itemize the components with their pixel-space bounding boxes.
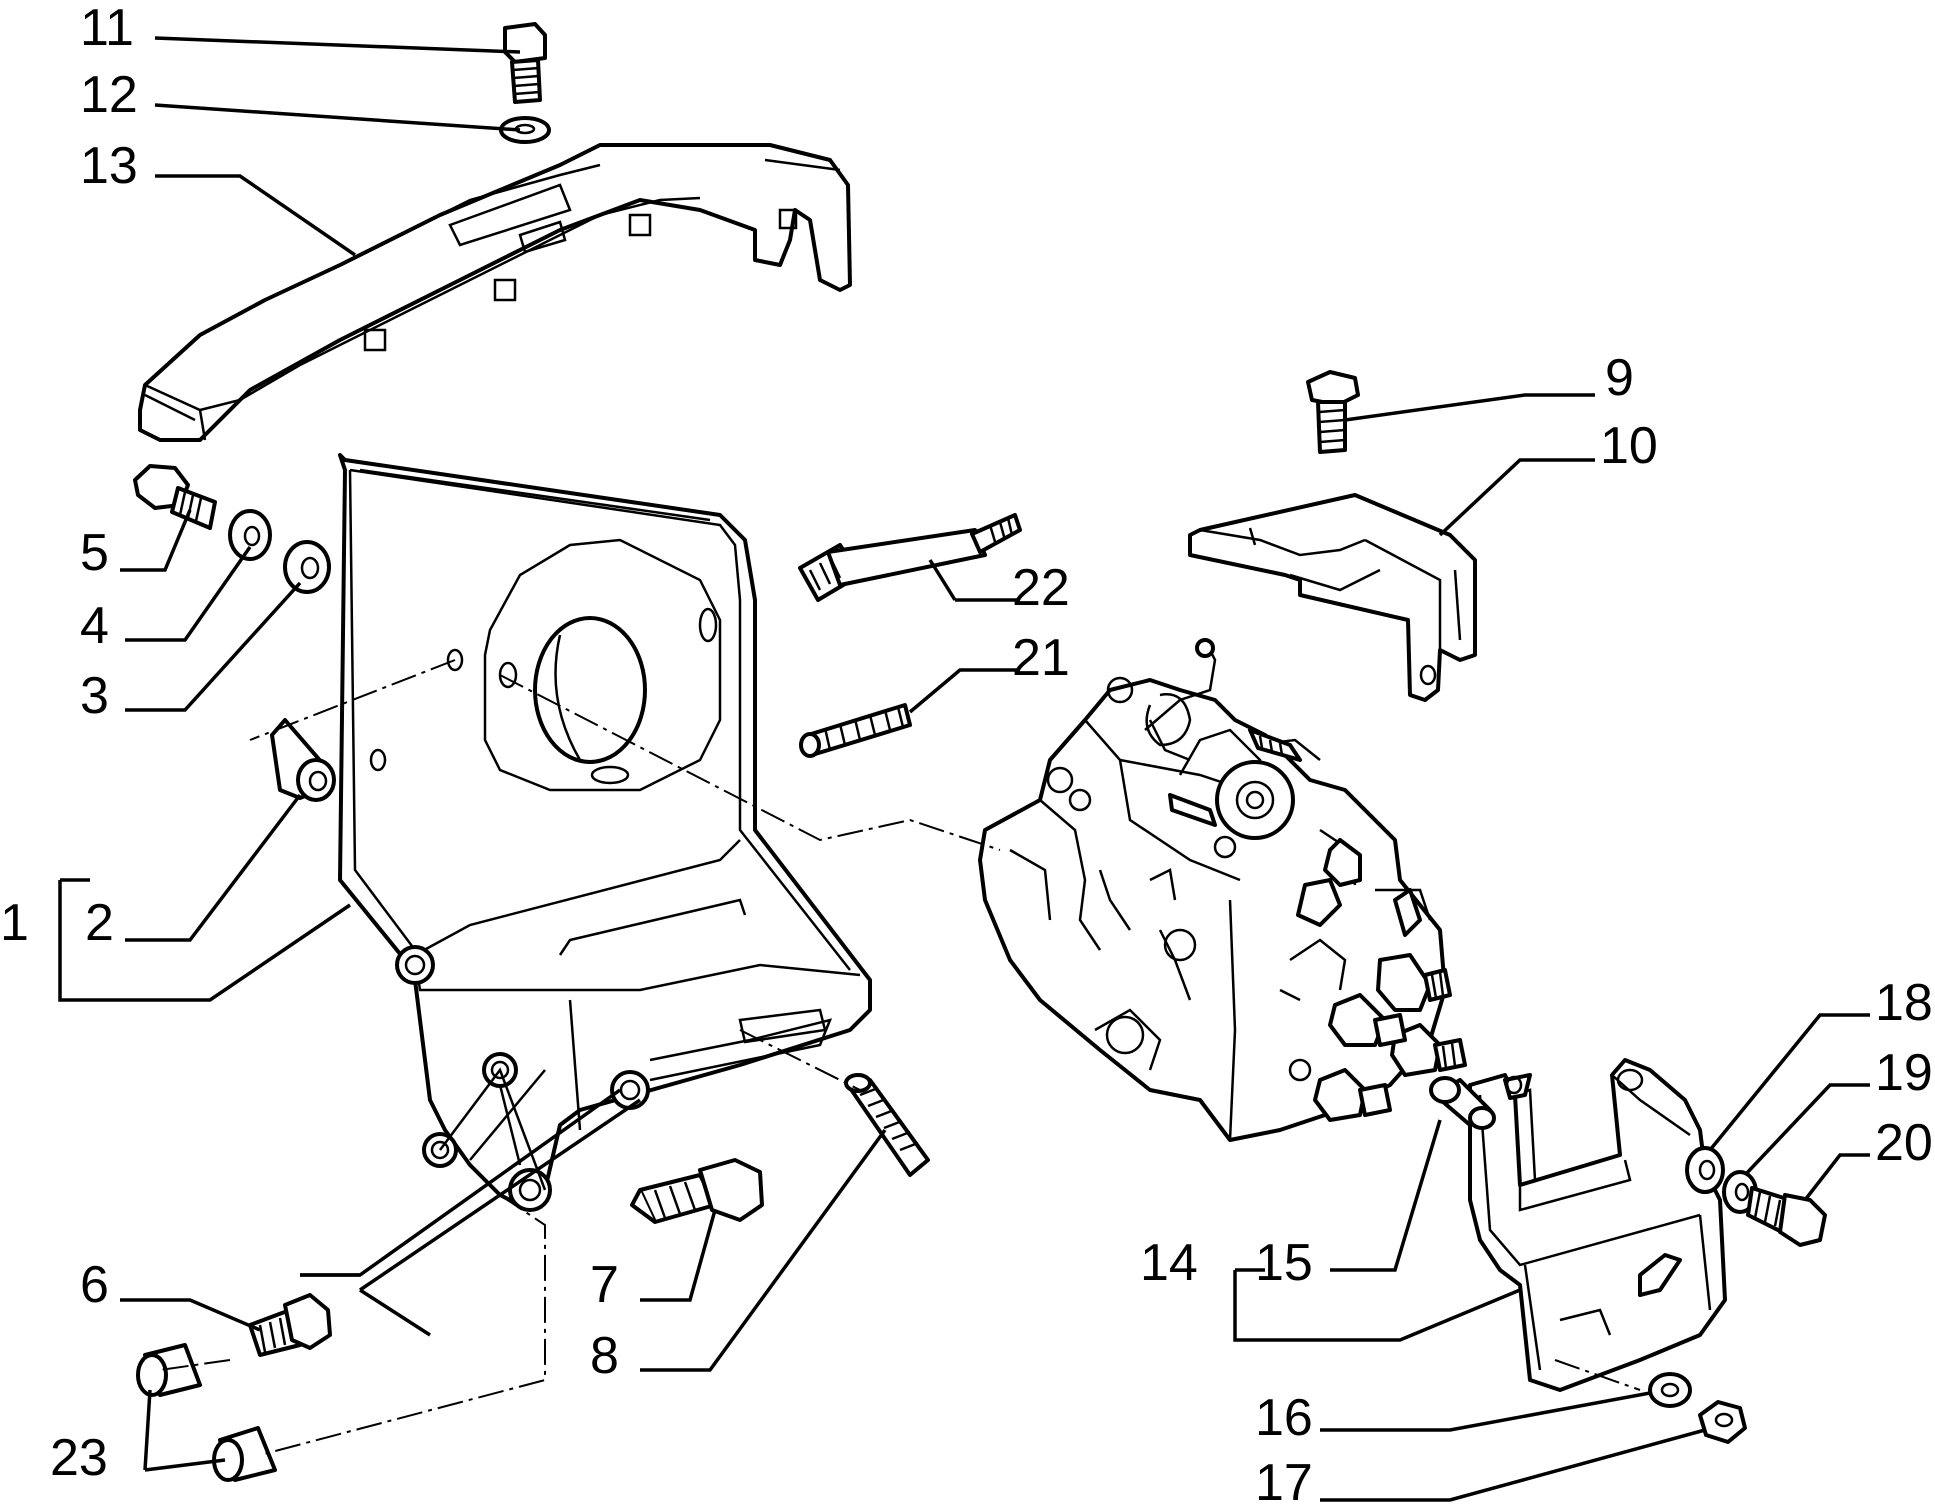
part-21-stud (799, 703, 912, 758)
part-6-bolt (248, 1293, 332, 1357)
callout-19: 19 (1875, 1044, 1933, 1102)
callout-16: 16 (1255, 1389, 1313, 1447)
part-13-top-cover (138, 143, 852, 442)
callout-8: 8 (590, 1327, 619, 1385)
part-7-bolt (630, 1158, 764, 1224)
callout-12: 12 (80, 66, 138, 124)
callout-4: 4 (80, 597, 109, 655)
callout-22: 22 (1012, 559, 1070, 617)
callout-2: 2 (85, 894, 114, 952)
part-17-nut (1698, 1400, 1747, 1444)
callout-13: 13 (80, 137, 138, 195)
part-3-washer (283, 540, 331, 594)
leader-lines (58, 36, 1870, 1502)
part-9-bolt (1306, 370, 1360, 454)
pump-outlet-a (1376, 953, 1452, 1012)
part-8-stud (844, 1073, 930, 1177)
callout-15: 15 (1255, 1234, 1313, 1292)
callout-7: 7 (590, 1256, 619, 1314)
callout-23: 23 (50, 1429, 108, 1487)
injection-pump (978, 638, 1467, 1142)
part-15-bush (1429, 1076, 1496, 1130)
callout-10: 10 (1600, 417, 1658, 475)
part-14-lower-bracket (1468, 1058, 1727, 1392)
callout-18: 18 (1875, 974, 1933, 1032)
part-2-bush (270, 718, 336, 802)
part-23-bush-a (136, 1343, 202, 1397)
callout-17: 17 (1255, 1454, 1313, 1507)
callout-14: 14 (1140, 1234, 1198, 1292)
part-11-bolt (503, 22, 547, 104)
part-1-support-bracket (338, 453, 872, 1212)
part-16-washer (1648, 1372, 1692, 1408)
part-5-bolt (133, 464, 217, 530)
callout-11: 11 (80, 0, 134, 57)
callout-20: 20 (1875, 1114, 1933, 1172)
callout-1: 1 (0, 894, 29, 952)
callout-3: 3 (80, 667, 109, 725)
part-10-bracket (1188, 493, 1477, 702)
callout-6: 6 (80, 1256, 109, 1314)
callout-5: 5 (80, 524, 109, 582)
part-18-washer (1685, 1146, 1725, 1194)
part-4-washer (228, 509, 272, 561)
part-23-bush-b (212, 1426, 277, 1482)
centre-lines (159, 659, 1641, 1456)
part-22-spacer-stud (798, 513, 1022, 602)
pump-outlet-c (1328, 993, 1407, 1047)
pump-outlet-b (1390, 1023, 1467, 1077)
pump-outlet-d (1313, 1068, 1392, 1122)
part-20-bolt (1746, 1186, 1827, 1247)
callout-9: 9 (1605, 349, 1634, 407)
callout-21: 21 (1012, 629, 1070, 687)
